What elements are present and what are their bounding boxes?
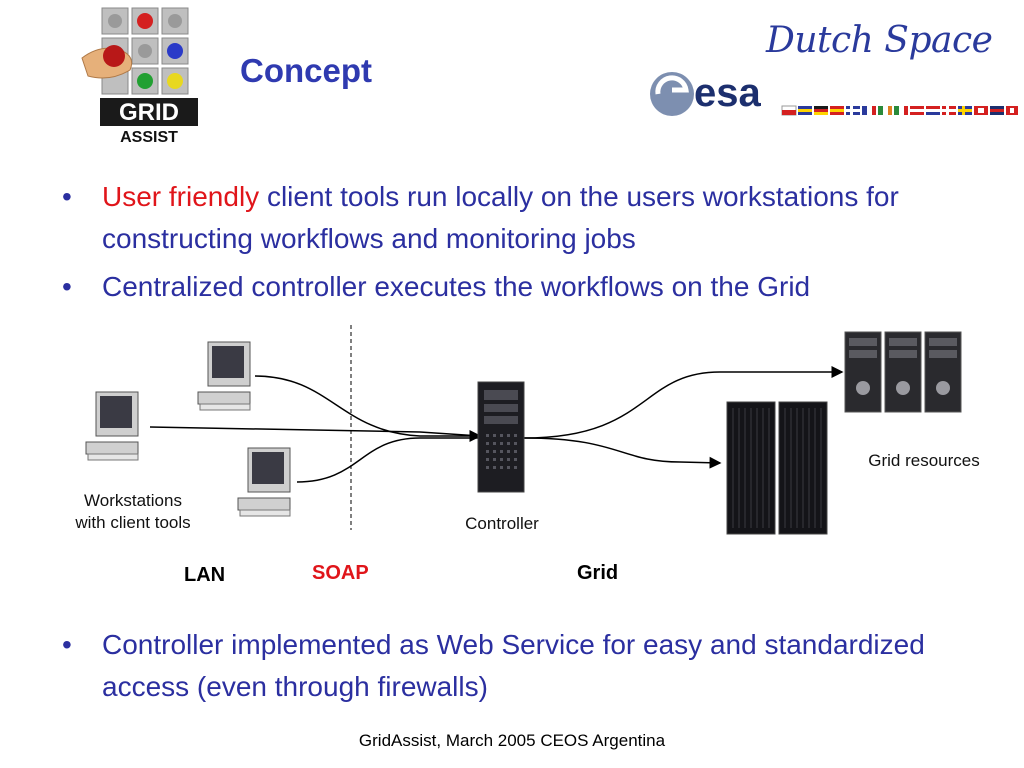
workstation-icon (197, 341, 251, 411)
bullet-dot: • (62, 629, 72, 660)
bullet-item: • Centralized controller executes the wo… (62, 266, 1012, 308)
slide-title: Concept (240, 52, 372, 89)
mainframe-icon (726, 401, 828, 535)
connector-line (296, 437, 480, 483)
esa-logo: esa (650, 66, 1020, 122)
controller-label: Controller (465, 514, 539, 533)
grid-label: Grid (577, 562, 619, 584)
bullet-item: • User friendly client tools run locally… (62, 176, 1012, 260)
slide-footer: GridAssist, March 2005 CEOS Argentina (358, 731, 666, 750)
connector-line (523, 437, 722, 469)
grid-server-icon (884, 331, 922, 413)
lan-label: LAN (184, 564, 226, 586)
grid-server-icon (844, 331, 882, 413)
workstations-label: Workstations with client tools (58, 490, 208, 534)
connector-line (149, 426, 481, 437)
connector-line (523, 366, 844, 439)
bullet-dot: • (62, 181, 72, 212)
grid-server-icon (924, 331, 962, 413)
logo-text-grid: GRID (119, 99, 179, 126)
bullet-highlight-text: User friendly (102, 181, 260, 212)
workstation-icon (85, 391, 139, 461)
workstations-label-line2: with client tools (75, 513, 191, 532)
dutch-space-logo: Dutch Space (766, 20, 993, 61)
workstation-icon (237, 447, 291, 517)
connector-line (254, 375, 482, 442)
top-bullet-list: • User friendly client tools run locally… (62, 176, 1012, 308)
controller-server-icon (477, 381, 525, 493)
bullet-text: Controller implemented as Web Service fo… (102, 629, 925, 702)
esa-logo-text: esa (694, 71, 761, 115)
bottom-bullet-list: • Controller implemented as Web Service … (62, 624, 1012, 708)
grid-assist-logo: GRID ASSIST (80, 6, 200, 146)
bullet-item: • Controller implemented as Web Service … (62, 624, 1012, 708)
flags-strip (781, 105, 1018, 116)
grid-resources-label: Grid resources (868, 451, 980, 470)
workstations-label-line1: Workstations (84, 491, 182, 510)
bullet-text: client tools run locally on the users wo… (102, 181, 899, 254)
soap-label: SOAP (312, 562, 369, 584)
bullet-dot: • (62, 271, 72, 302)
bullet-text: Centralized controller executes the work… (102, 271, 811, 302)
logo-text-assist: ASSIST (120, 129, 178, 146)
